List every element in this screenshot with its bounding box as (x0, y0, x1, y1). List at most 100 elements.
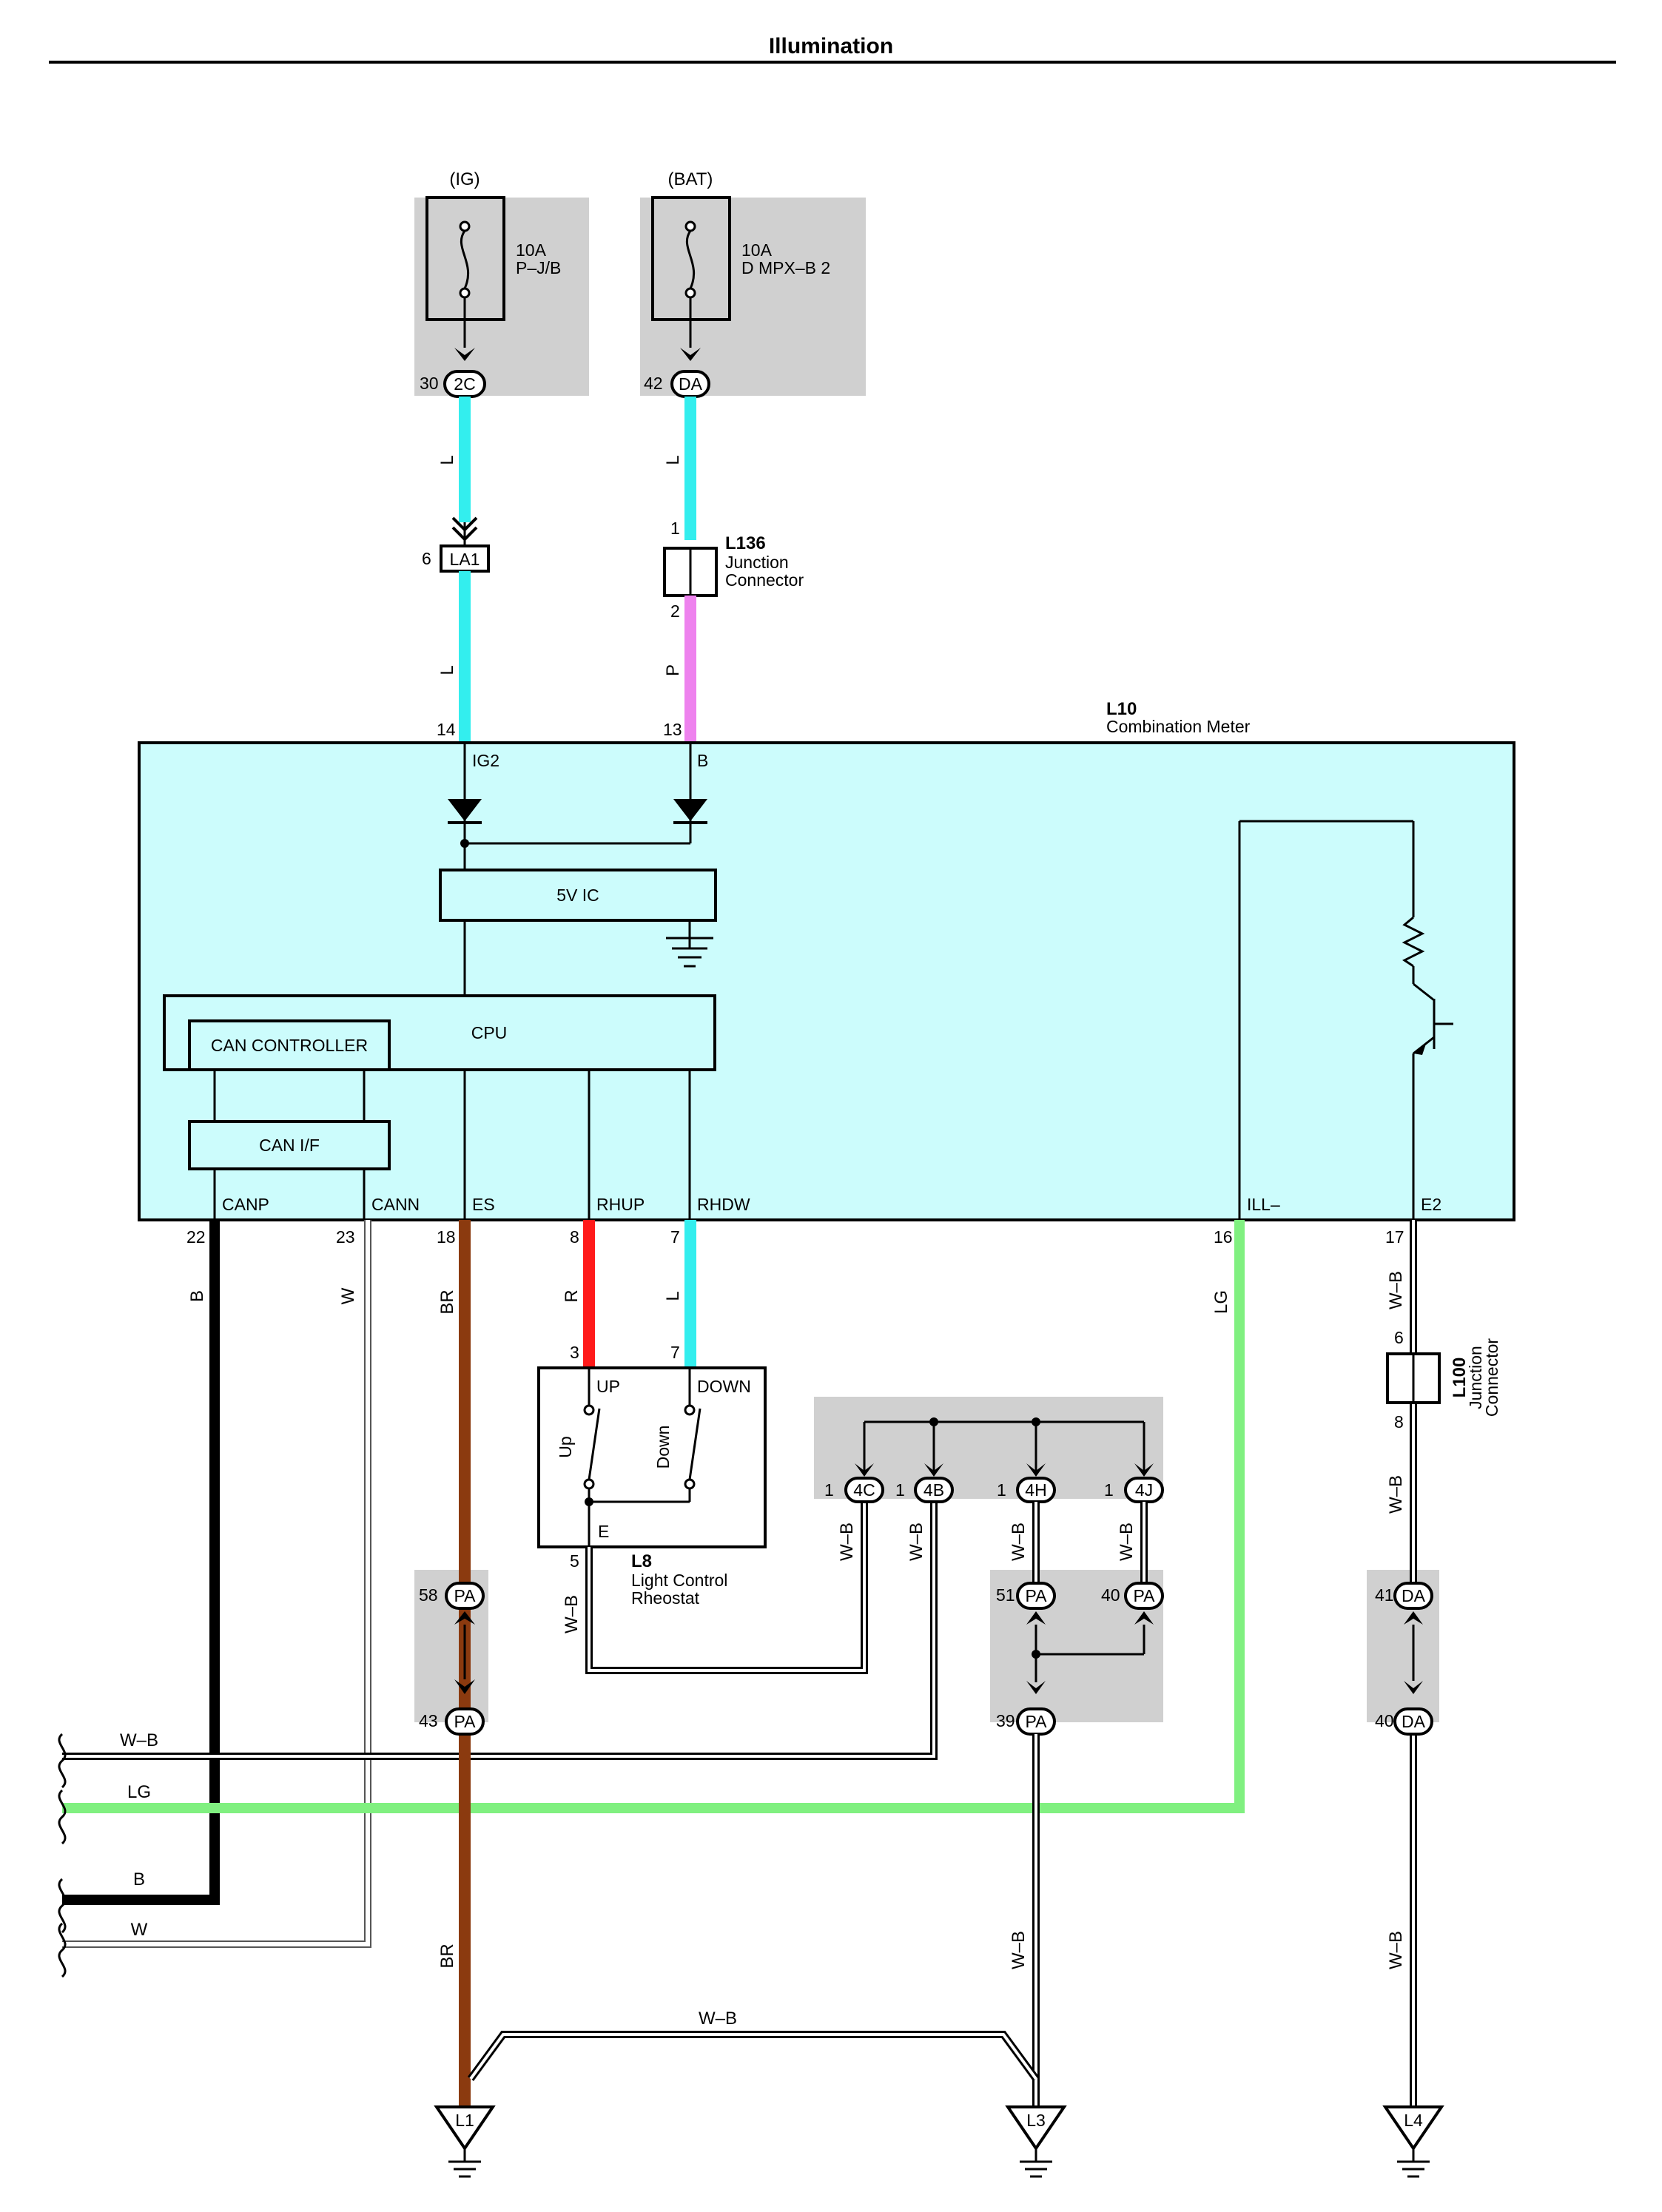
wire-label-wb-7: W–B (699, 2009, 737, 2029)
rheostat-sw-up: Up (556, 1436, 575, 1457)
wire-label-wb-10: W–B (1386, 1931, 1406, 1969)
diode-icon (448, 799, 482, 824)
wire-label-br: BR (437, 1289, 457, 1314)
da-40-pin: 40 (1375, 1711, 1394, 1730)
meter-internal-lines (213, 743, 1453, 1220)
pin-17: 17 (1385, 1227, 1404, 1247)
wire-bat-p (684, 596, 696, 743)
wire-label-wb-left: W–B (120, 1730, 158, 1750)
switch-contact (684, 1404, 696, 1416)
wire-label-lg-2: LG (127, 1782, 151, 1802)
wire-label-wb-3: W–B (906, 1523, 926, 1561)
can-if-label: CAN I/F (259, 1136, 320, 1155)
joint-4j-code: 4J (1135, 1480, 1153, 1500)
transistor-arrow-icon (1413, 1042, 1427, 1055)
ground-l3-label: L3 (1026, 2111, 1046, 2130)
meter-pin-b: 13 (663, 720, 682, 739)
wire-bat-l (684, 397, 696, 540)
joint-4h-code: 4H (1025, 1480, 1046, 1500)
wire-label-l-3: L (663, 455, 683, 465)
pa-58-connector (445, 1582, 485, 1610)
da-40-connector (1393, 1707, 1433, 1736)
page-title: Illumination (769, 34, 893, 58)
ig-fuse-icon (454, 220, 475, 361)
wire-label-p: P (663, 664, 683, 676)
l136-desc2: Connector (725, 570, 804, 590)
ig-label: (IG) (449, 169, 480, 189)
pa-40-connector (1124, 1582, 1164, 1610)
rheostat-pin-e: 5 (570, 1551, 579, 1571)
la1-pin: 6 (422, 549, 431, 568)
rheostat-name2: Rheostat (631, 1588, 700, 1608)
pin-7: 7 (670, 1227, 680, 1247)
joint-4c-code: 4C (853, 1480, 875, 1500)
wire-joint-pa (1032, 1502, 1148, 1583)
joint-pin: 1 (997, 1480, 1006, 1500)
wire-ig-l (451, 397, 478, 544)
ig-fuse-shade (414, 198, 589, 396)
rheostat-down-label: DOWN (697, 1377, 751, 1396)
connector-arrow-icon (454, 1611, 475, 1694)
bat-fuse-rating: 10A (741, 240, 773, 260)
switch-contact (583, 1478, 595, 1490)
da-41-connector (1393, 1582, 1433, 1610)
pa-43-pin: 43 (419, 1711, 438, 1730)
rheostat-sw-down: Down (653, 1426, 673, 1469)
ground-point-l1 (434, 2105, 496, 2178)
joint-4b (914, 1477, 954, 1503)
junction-dot (929, 1417, 938, 1426)
rheostat-pin-up: 3 (570, 1343, 579, 1362)
junction-dot (1032, 1650, 1040, 1659)
la1-connector (440, 544, 490, 573)
bat-label: (BAT) (668, 169, 713, 189)
pin-16: 16 (1214, 1227, 1233, 1247)
wire-label-w-2: W (131, 1920, 148, 1940)
wire-label-wb-2: W–B (837, 1523, 857, 1561)
wire-label-wb-6: W–B (1009, 1931, 1029, 1969)
wire-label-l-4: L (663, 1291, 683, 1301)
ig-fuse-name: P–J/B (516, 258, 561, 277)
term-rhup: RHUP (596, 1195, 645, 1214)
pa-43-connector (445, 1707, 485, 1736)
junction-dot (585, 1497, 593, 1506)
wire-label-l-1: L (437, 455, 457, 465)
can-if (188, 1120, 391, 1170)
wire-label-r: R (562, 1289, 582, 1302)
wire-label-lg: LG (1211, 1290, 1231, 1314)
ig-fuse-rating: 10A (516, 240, 547, 260)
l136-pin-out: 2 (670, 601, 680, 621)
pa-58-pin: 58 (419, 1585, 438, 1605)
pa-40-pin: 40 (1101, 1585, 1120, 1605)
bat-fuse-name: D MPX–B 2 (741, 258, 830, 277)
bat-connector-code: DA (679, 374, 703, 394)
pa-43-code: PA (454, 1712, 477, 1731)
l100-pin-in: 6 (1394, 1328, 1404, 1347)
bat-fuse-shade (640, 198, 866, 396)
connector-arrow-icon (855, 1463, 1154, 1477)
rheostat-box (537, 1366, 767, 1548)
term-e2: E2 (1421, 1195, 1441, 1214)
wire-label-wb-1: W–B (562, 1595, 582, 1633)
pin-8: 8 (570, 1227, 579, 1247)
term-rhdw: RHDW (697, 1195, 750, 1214)
da-41-code: DA (1402, 1586, 1426, 1605)
joint-pin: 1 (1104, 1480, 1114, 1500)
pa-51-code: PA (1026, 1586, 1048, 1605)
meter-pin-ig2: 14 (437, 720, 456, 739)
ground-icon (666, 937, 713, 968)
pa-51-pin: 51 (996, 1585, 1015, 1605)
rheostat-name1: Light Control (631, 1571, 727, 1590)
wire-label-b-2: B (133, 1869, 145, 1889)
diode-icon (673, 799, 707, 824)
cpu-label: CPU (471, 1023, 508, 1042)
l100-desc2: Connector (1482, 1338, 1501, 1417)
term-es: ES (472, 1195, 495, 1214)
l136-desc1: Junction (725, 553, 789, 572)
break-mark-icon (58, 1733, 67, 1978)
ground-point-l4 (1382, 2105, 1444, 2178)
rheostat-up-label: UP (596, 1377, 620, 1396)
wire-label-l-2: L (437, 665, 457, 675)
wire-rheostat-wb (585, 1502, 868, 1674)
wire-label-wb-9: W–B (1386, 1475, 1406, 1514)
